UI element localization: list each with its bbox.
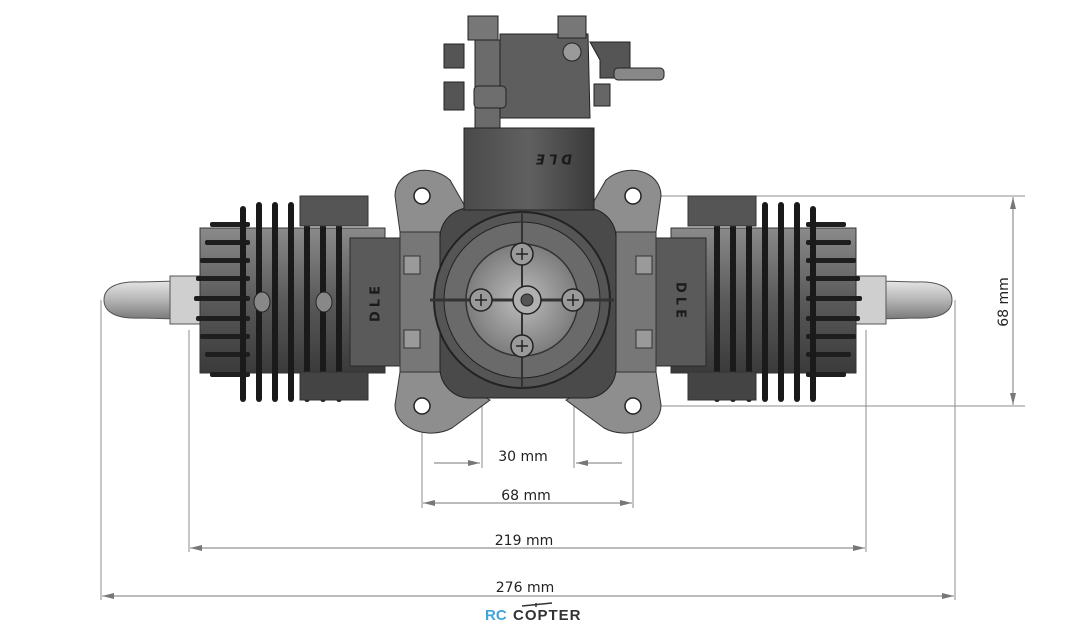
dimension-219mm: 219 mm [190,533,865,551]
logo-copter: COPTER [513,607,582,624]
top-brand-label: DLE [532,151,572,166]
dimension-label-68mm-width: 68 mm [501,488,551,504]
right-head-fins [806,222,862,377]
right-brand-label: DLE [673,282,688,322]
dimension-276mm: 276 mm [102,580,954,599]
dimension-label-219mm: 219 mm [495,533,553,549]
right-spark-plug [877,280,953,320]
carburetor: DLE [443,15,665,211]
right-cylinder: DLE [615,195,953,402]
dimension-68mm-horizontal: 68 mm [423,488,632,506]
dimension-30mm: 30 mm [434,449,622,466]
left-cylinder-fins [240,202,342,402]
mount-bolt-holes [413,187,642,415]
logo-rc: RC [485,607,507,624]
dimension-label-68mm-height: 68 mm [996,277,1012,327]
rc-copter-logo: RC COPTER [485,602,582,624]
right-cylinder-fins [714,202,816,402]
left-cylinder: DLE [103,195,441,402]
left-brand-label: DLE [369,282,384,322]
dimension-label-276mm: 276 mm [496,580,554,596]
dimension-label-30mm: 30 mm [498,449,548,465]
logo-rotor-icon [521,602,553,607]
left-spark-plug [103,280,179,320]
dimension-68mm-vertical: 68 mm [996,197,1016,405]
